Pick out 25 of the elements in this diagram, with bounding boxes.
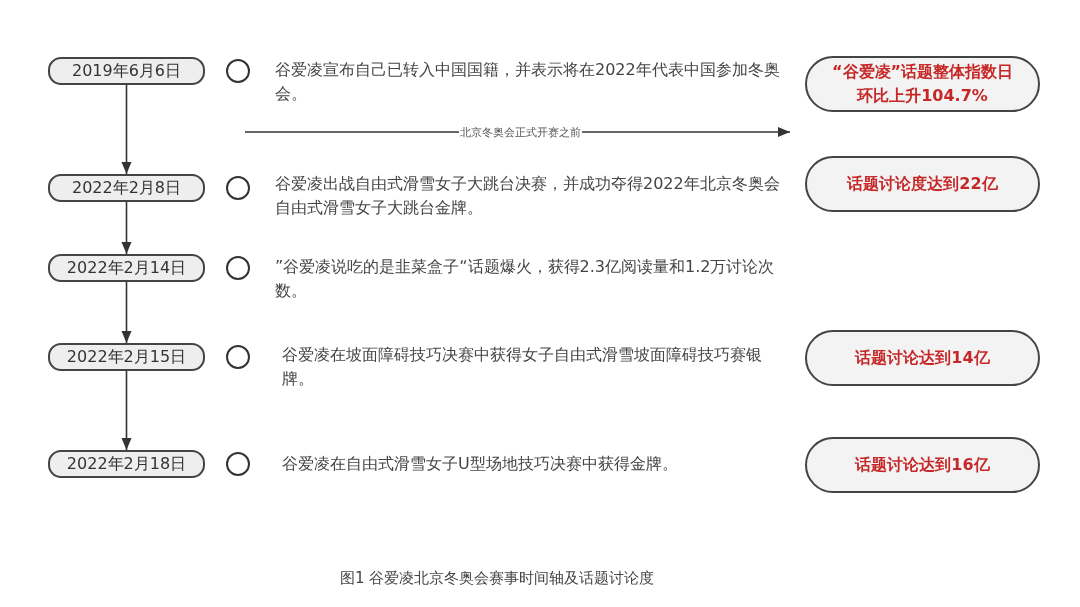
highlight-box: 话题讨论度达到22亿 (805, 156, 1040, 212)
date-box: 2022年2月15日 (48, 343, 205, 371)
circle-marker (226, 345, 250, 369)
date-box: 2022年2月8日 (48, 174, 205, 202)
date-box: 2022年2月14日 (48, 254, 205, 282)
circle-marker (226, 176, 250, 200)
arrow (121, 84, 132, 175)
circle-marker (226, 256, 250, 280)
highlight-box: 话题讨论达到14亿 (805, 330, 1040, 386)
arrow-label: 北京冬奥会正式开赛之前 (458, 125, 582, 139)
highlight-box: “谷爱凌”话题整体指数日环比上升104.7% (805, 56, 1040, 112)
highlight-box: 话题讨论达到16亿 (805, 437, 1040, 493)
event-description: ”谷爱凌说吃的是韭菜盒子“话题爆火，获得2.3亿阅读量和1.2万讨论次数。 (275, 256, 776, 302)
arrow (121, 370, 132, 451)
date-box: 2022年2月18日 (48, 450, 205, 478)
figure-caption: 图1 谷爱凌北京冬奥会赛事时间轴及话题讨论度 (340, 568, 655, 588)
date-box: 2019年6月6日 (48, 57, 205, 85)
arrow (121, 201, 132, 255)
event-description: 谷爱凌出战自由式滑雪女子大跳台决赛，并成功夺得2022年北京冬奥会自由式滑雪女子大跳台金牌。 (275, 173, 780, 219)
event-description: 谷爱凌在坡面障碍技巧决赛中获得女子自由式滑雪坡面障碍技巧赛银牌。 (282, 344, 763, 390)
event-description: 谷爱凌在自由式滑雪女子U型场地技巧决赛中获得金牌。 (282, 453, 679, 475)
circle-marker (226, 59, 250, 83)
circle-marker (226, 452, 250, 476)
arrow (121, 281, 132, 344)
event-description: 谷爱凌宣布自己已转入中国国籍，并表示将在2022年代表中国参加冬奥会。 (275, 59, 780, 105)
